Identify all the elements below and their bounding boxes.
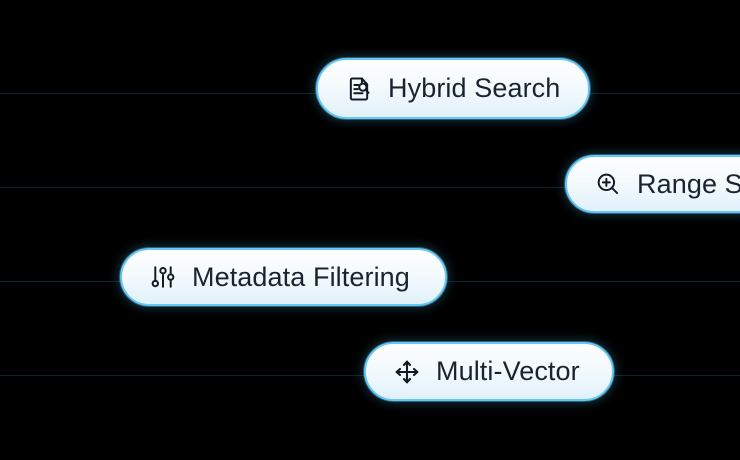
zoom-in-icon	[593, 169, 623, 199]
document-search-icon	[344, 74, 374, 104]
pill-label: Metadata Filtering	[192, 261, 410, 292]
pill-label: Multi-Vector	[436, 356, 580, 386]
pill-hybrid-search[interactable]: Hybrid Search	[316, 58, 590, 119]
sliders-icon	[148, 262, 178, 292]
pill-label: Range Se	[637, 168, 740, 199]
move-arrows-icon	[392, 357, 422, 387]
gridline	[0, 187, 740, 188]
pill-multi-vector[interactable]: Multi-Vector	[364, 342, 614, 401]
pill-label: Hybrid Search	[388, 73, 561, 103]
pill-range-search[interactable]: Range Se	[565, 155, 740, 213]
pill-metadata-filtering[interactable]: Metadata Filtering	[120, 248, 447, 306]
